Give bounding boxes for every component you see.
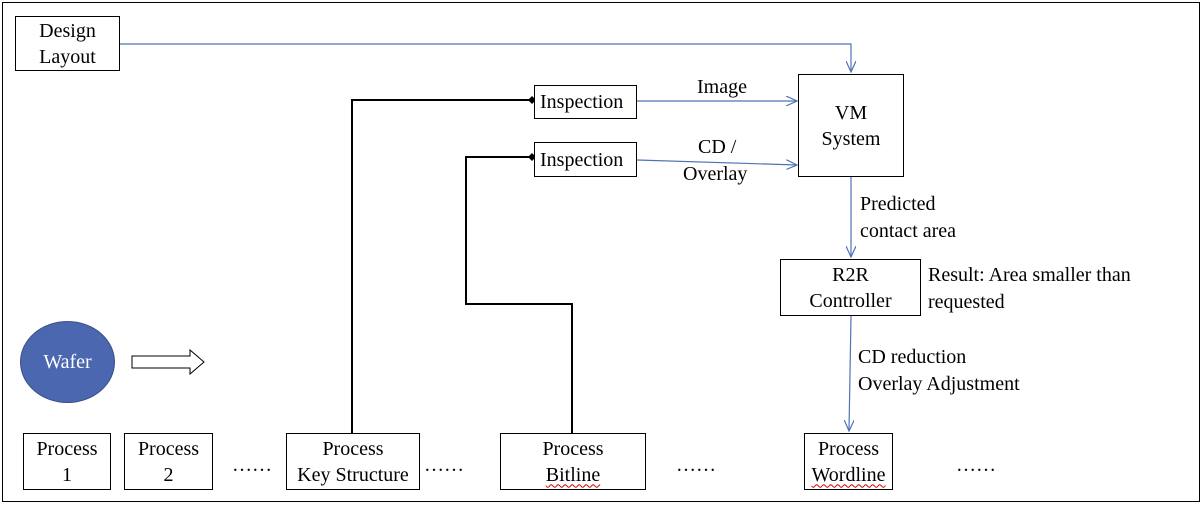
wafer-circle: Wafer <box>20 321 115 403</box>
process-2-box: Process 2 <box>124 433 213 490</box>
r2r-line2: Controller <box>809 289 892 312</box>
process-1-line2: 1 <box>62 463 72 486</box>
vm-system-box: VM System <box>798 74 904 177</box>
label-image: Image <box>697 76 747 98</box>
design-layout-line1: Design <box>39 19 96 42</box>
arrow-r2r-to-wordline <box>849 315 851 431</box>
wafer-label: Wafer <box>43 350 92 373</box>
design-layout-box: Design Layout <box>15 16 120 71</box>
process-key-structure-line1: Process <box>322 437 384 460</box>
ellipsis-1: …… <box>232 454 272 476</box>
process-1-box: Process 1 <box>23 433 111 490</box>
label-cd-overlay-1: CD / <box>698 136 737 158</box>
label-predicted-1: Predicted <box>860 193 936 215</box>
process-wordline-line1: Process <box>817 437 880 460</box>
r2r-controller-box: R2R Controller <box>780 259 921 316</box>
label-cd-overlay-2: Overlay <box>683 163 748 185</box>
process-wordline-box: Process Wordline <box>804 433 893 490</box>
inspection-cd-label: Inspection <box>540 148 624 171</box>
process-bitline-box: Process Bitline <box>500 433 646 490</box>
inspection-cd-box: Inspection <box>534 142 637 177</box>
r2r-line1: R2R <box>832 263 869 286</box>
process-wordline-line2: Wordline <box>811 463 886 486</box>
ellipsis-4: …… <box>956 454 996 476</box>
label-predicted-2: contact area <box>860 220 957 242</box>
process-2-line1: Process <box>137 437 200 460</box>
process-key-structure-line2: Key Structure <box>297 463 409 486</box>
inspection-image-label: Inspection <box>540 91 624 113</box>
label-result-1: Result: Area smaller than <box>928 264 1131 286</box>
process-2-line2: 2 <box>163 463 174 486</box>
arrow-design-to-vm <box>119 43 851 72</box>
process-key-structure-box: Process Key Structure <box>286 433 420 490</box>
process-bitline-line1: Process <box>542 437 604 460</box>
ellipsis-2: …… <box>424 454 464 476</box>
inspection-image-box: Inspection <box>534 85 637 119</box>
vm-system-line2: System <box>821 127 881 150</box>
ellipsis-3: …… <box>676 454 716 476</box>
arrow-cd-overlay-to-vm <box>636 159 797 165</box>
process-1-line1: Process <box>36 437 98 460</box>
connector-bitline-to-inspection <box>465 156 573 433</box>
hollow-arrow <box>131 348 205 376</box>
connector-key-structure-to-inspection <box>351 99 534 433</box>
label-result-2: requested <box>928 291 1005 313</box>
label-adjust-1: CD reduction <box>858 346 967 368</box>
vm-system-line1: VM <box>834 101 868 124</box>
design-layout-line2: Layout <box>39 45 96 68</box>
label-adjust-2: Overlay Adjustment <box>858 373 1020 395</box>
process-bitline-line2: Bitline <box>545 463 601 486</box>
